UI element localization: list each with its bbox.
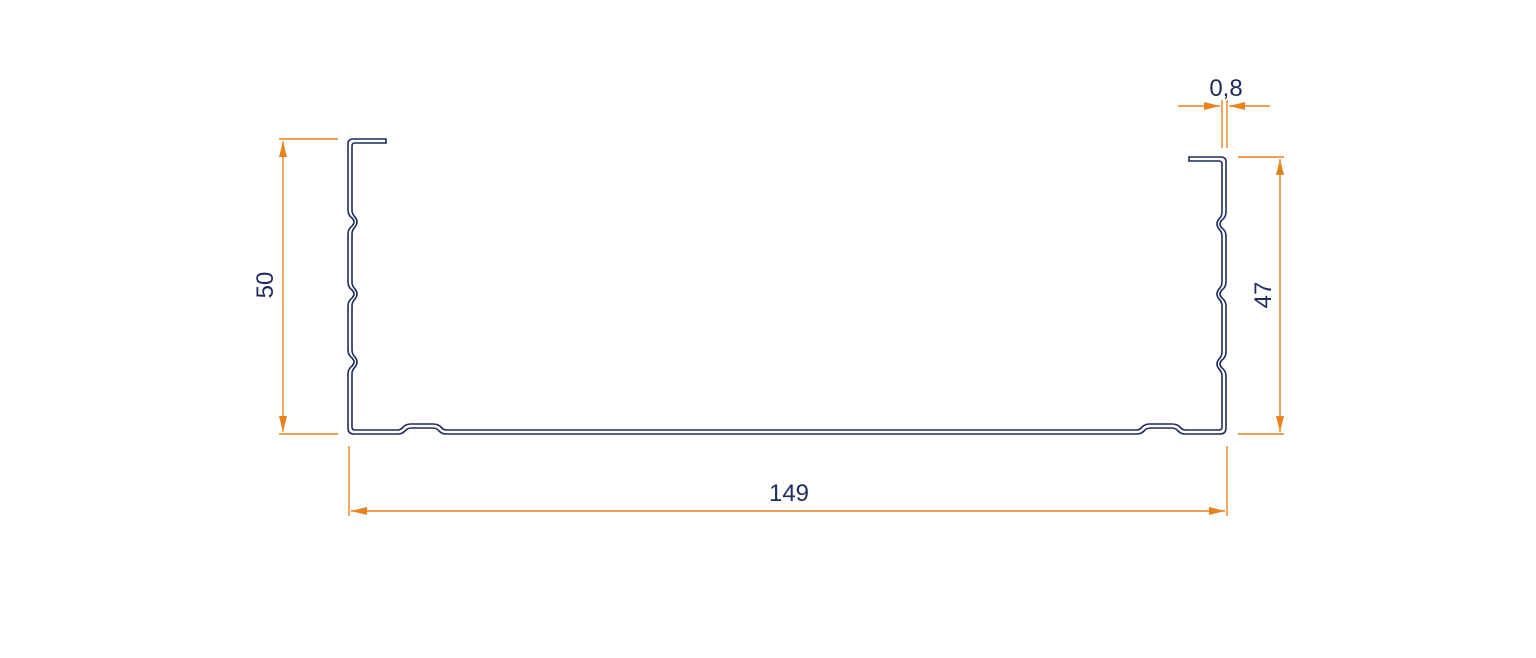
profile-outer-contour	[347, 138, 1227, 435]
right-height-label: 47	[1250, 282, 1277, 309]
width-label: 149	[769, 480, 809, 507]
thickness-label: 0,8	[1209, 75, 1242, 102]
profile-inner-contour	[351, 142, 1223, 431]
left-height-dimension: 50	[252, 138, 338, 435]
left-height-label: 50	[252, 272, 279, 299]
right-height-dimension: 47	[1238, 156, 1284, 435]
width-dimension: 149	[348, 446, 1228, 516]
thickness-dimension: 0,8	[1178, 75, 1270, 148]
